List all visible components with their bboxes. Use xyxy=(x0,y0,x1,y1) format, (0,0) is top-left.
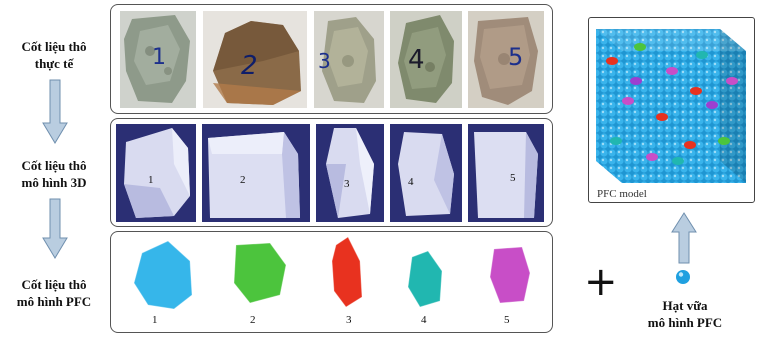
3d-model-1: 1 xyxy=(116,124,196,222)
pfc-number: 2 xyxy=(250,314,256,326)
3d-model-5: 5 xyxy=(468,124,544,222)
rock-photo-3: 3 xyxy=(314,11,384,108)
model-number: 5 xyxy=(510,172,516,184)
rock-photo-2: 2 xyxy=(203,11,307,108)
pfc-inclusion xyxy=(718,137,730,145)
rock-number: 2 xyxy=(241,51,258,81)
pfc-inclusion xyxy=(634,43,646,51)
down-arrow-icon xyxy=(42,79,68,145)
model-number: 4 xyxy=(408,176,414,188)
row2-label: Cốt liệu thô mô hình 3D xyxy=(4,157,104,191)
row2-label-line2: mô hình 3D xyxy=(4,174,104,191)
pfc-inclusion xyxy=(672,157,684,165)
3d-model-2: 2 xyxy=(202,124,310,222)
pfc-number: 5 xyxy=(504,314,510,326)
pfc-inclusion xyxy=(696,51,708,59)
model-number: 2 xyxy=(240,174,246,186)
mortar-label-line2: mô hình PFC xyxy=(630,314,740,331)
pfc-aggregate-shapes xyxy=(110,231,553,311)
row3-label: Cốt liệu thô mô hình PFC xyxy=(4,276,104,310)
rock-photo-5: 5 xyxy=(468,11,544,108)
row1-label-line1: Cốt liệu thô xyxy=(4,38,104,55)
rock-number: 3 xyxy=(318,49,331,73)
row1-label: Cốt liệu thô thực tế xyxy=(4,38,104,72)
row2-label-line1: Cốt liệu thô xyxy=(4,157,104,174)
row1-label-line2: thực tế xyxy=(4,55,104,72)
mortar-label: Hạt vữa mô hình PFC xyxy=(630,297,740,331)
pfc-inclusion xyxy=(610,137,622,145)
pfc-inclusion xyxy=(622,97,634,105)
plus-sign: + xyxy=(584,262,618,302)
rock-number: 5 xyxy=(508,43,523,71)
3d-model-3: 3 xyxy=(316,124,384,222)
rock-number: 1 xyxy=(152,45,166,70)
model-number: 1 xyxy=(148,174,154,186)
pfc-inclusion xyxy=(666,67,678,75)
pfc-number: 1 xyxy=(152,314,158,326)
down-arrow-icon xyxy=(42,198,68,260)
pfc-inclusion xyxy=(630,77,642,85)
rock-number: 4 xyxy=(408,45,425,75)
rock-photo-1: 1 xyxy=(120,11,196,108)
pfc-inclusion xyxy=(656,113,668,121)
3d-model-4: 4 xyxy=(390,124,462,222)
pfc-inclusion xyxy=(684,141,696,149)
pfc-inclusion xyxy=(726,77,738,85)
pfc-inclusion xyxy=(606,57,618,65)
mortar-label-line1: Hạt vữa xyxy=(630,297,740,314)
pfc-inclusion xyxy=(646,153,658,161)
row3-label-line1: Cốt liệu thô xyxy=(4,276,104,293)
up-arrow-icon xyxy=(671,212,697,264)
pfc-inclusion xyxy=(690,87,702,95)
pfc-model-label: PFC model xyxy=(597,188,647,200)
model-number: 3 xyxy=(344,178,350,190)
rock-photo-4: 4 xyxy=(390,11,462,108)
mortar-particle xyxy=(675,269,691,285)
pfc-model-cube xyxy=(592,21,752,189)
pfc-number: 3 xyxy=(346,314,352,326)
pfc-inclusion xyxy=(706,101,718,109)
row3-label-line2: mô hình PFC xyxy=(4,293,104,310)
pfc-number: 4 xyxy=(421,314,427,326)
